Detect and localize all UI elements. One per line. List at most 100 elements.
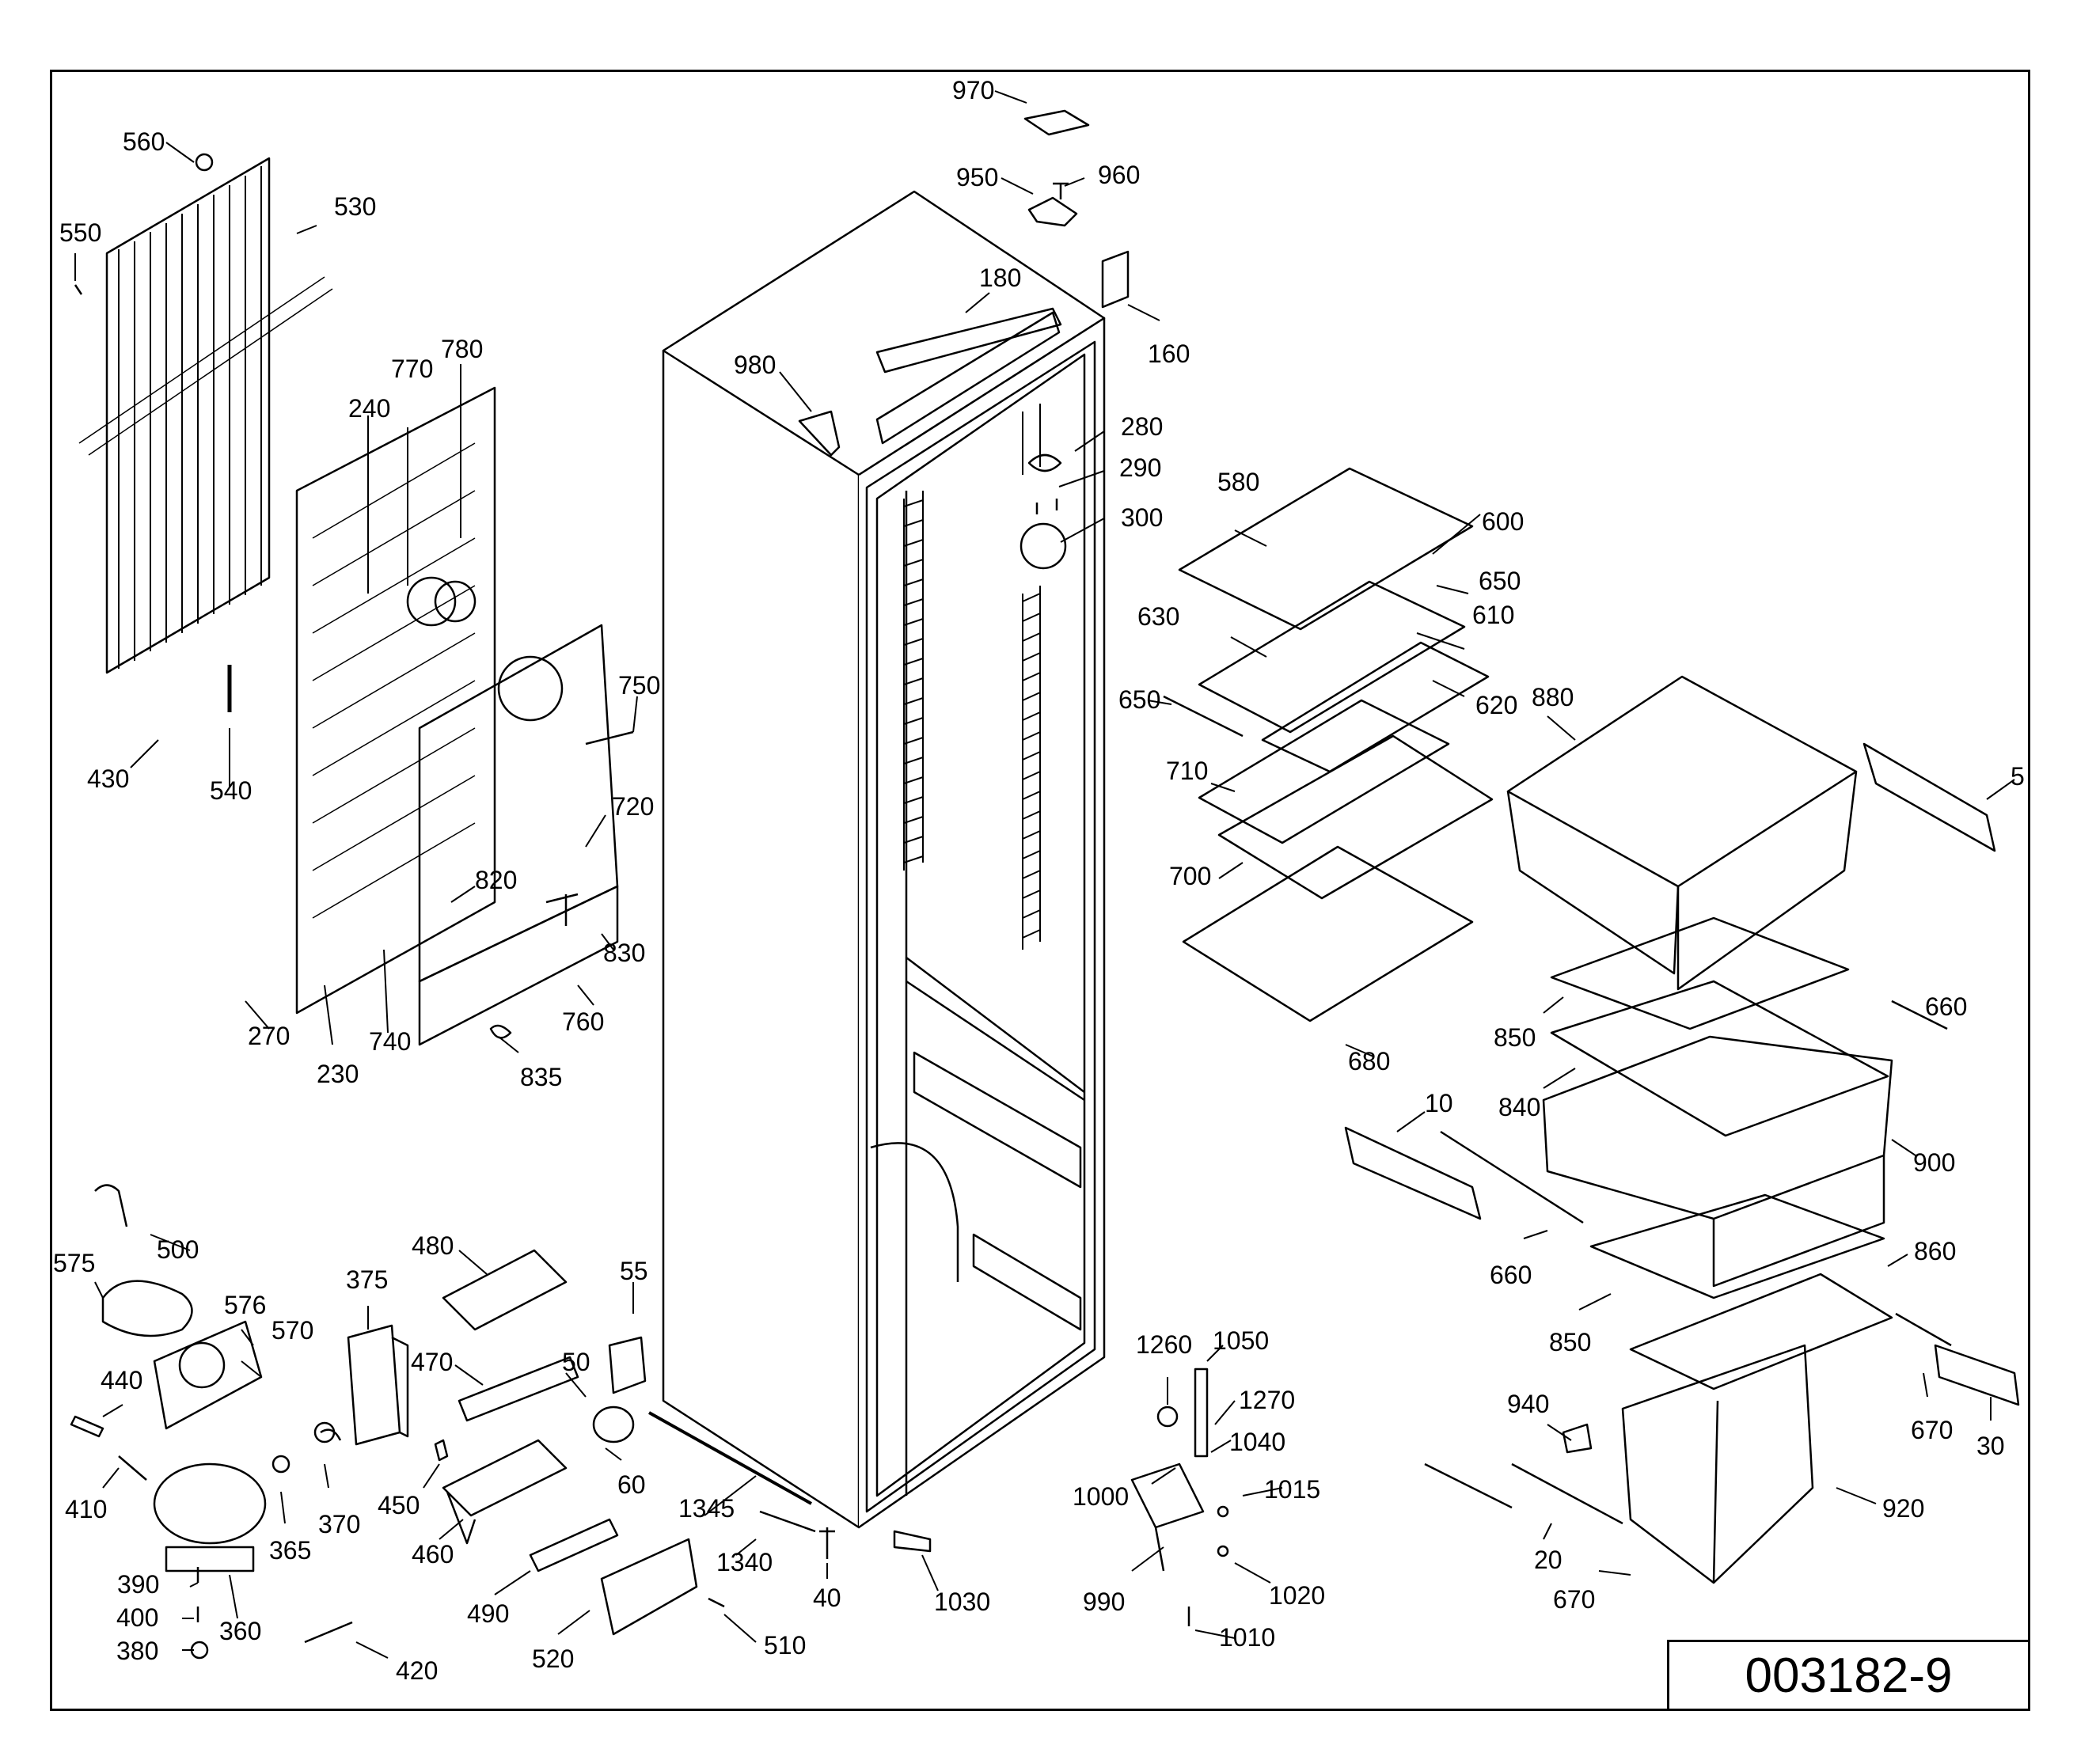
callout-380: 380 — [116, 1637, 158, 1665]
callout-580: 580 — [1217, 468, 1259, 496]
callout-600: 600 — [1482, 507, 1524, 536]
callout-950: 950 — [956, 163, 998, 192]
callout-440: 440 — [101, 1366, 142, 1394]
callout-670-b: 670 — [1553, 1585, 1595, 1614]
shelves — [1163, 467, 1494, 1022]
callout-550: 550 — [59, 218, 101, 247]
callout-1010: 1010 — [1219, 1623, 1275, 1652]
callout-360: 360 — [219, 1617, 261, 1645]
callout-570: 570 — [271, 1316, 313, 1345]
callout-750: 750 — [618, 671, 660, 700]
callout-575: 575 — [53, 1249, 95, 1277]
callout-880: 880 — [1532, 683, 1574, 711]
callout-835: 835 — [520, 1063, 562, 1091]
callout-960: 960 — [1098, 161, 1140, 189]
callout-450: 450 — [378, 1491, 420, 1519]
callout-820: 820 — [475, 866, 517, 894]
callout-940: 940 — [1507, 1390, 1549, 1418]
callout-160: 160 — [1148, 340, 1190, 368]
callout-280: 280 — [1121, 412, 1163, 441]
callout-labels: 970 950 960 180 160 980 280 290 300 560 … — [53, 76, 2025, 1685]
callout-860: 860 — [1914, 1237, 1956, 1265]
callout-520: 520 — [532, 1645, 574, 1673]
base-parts — [648, 1411, 932, 1608]
callout-5: 5 — [2011, 762, 2025, 791]
callout-365: 365 — [269, 1536, 311, 1565]
callout-1020: 1020 — [1269, 1581, 1325, 1610]
callout-710: 710 — [1166, 757, 1208, 785]
callout-55: 55 — [620, 1257, 648, 1285]
callout-430: 430 — [87, 764, 129, 793]
evaporator-cover — [418, 624, 634, 1046]
callout-660: 660 — [1925, 992, 1967, 1021]
callout-1270: 1270 — [1239, 1386, 1295, 1414]
callout-990: 990 — [1083, 1588, 1125, 1616]
callout-1040: 1040 — [1229, 1428, 1285, 1456]
callout-60: 60 — [617, 1470, 646, 1499]
callout-560: 560 — [123, 127, 165, 156]
callout-630: 630 — [1137, 602, 1179, 631]
callout-610: 610 — [1472, 601, 1514, 629]
callout-1030: 1030 — [934, 1588, 990, 1616]
cabinet-body — [662, 190, 1106, 1529]
callout-670: 670 — [1911, 1416, 1953, 1444]
callout-300: 300 — [1121, 503, 1163, 532]
drawer-900 — [1344, 916, 1948, 1288]
callout-270: 270 — [248, 1022, 290, 1050]
callout-620: 620 — [1475, 691, 1517, 719]
callout-530: 530 — [334, 192, 376, 221]
drawer-920 — [1424, 1193, 2020, 1584]
callout-290: 290 — [1119, 453, 1161, 482]
callout-760: 760 — [562, 1007, 604, 1036]
callout-50: 50 — [562, 1348, 590, 1376]
callout-420: 420 — [396, 1656, 438, 1685]
callout-20: 20 — [1534, 1546, 1562, 1574]
callout-680: 680 — [1348, 1047, 1390, 1075]
hinge-group — [1130, 1368, 1229, 1626]
callout-1345: 1345 — [678, 1494, 735, 1523]
callout-240: 240 — [348, 394, 390, 423]
drawing-frame — [50, 70, 2030, 1711]
callout-720: 720 — [612, 792, 654, 821]
callout-980: 980 — [734, 351, 776, 379]
callout-1000: 1000 — [1073, 1482, 1129, 1511]
callout-490: 490 — [467, 1599, 509, 1628]
callout-30: 30 — [1976, 1432, 2005, 1460]
callout-390: 390 — [117, 1570, 159, 1599]
callout-1015: 1015 — [1264, 1475, 1320, 1504]
callout-650: 650 — [1479, 567, 1521, 595]
callout-510: 510 — [764, 1631, 806, 1660]
top-parts — [798, 109, 1130, 570]
callout-970: 970 — [952, 76, 994, 104]
leader-lines — [74, 90, 2015, 1659]
callout-10: 10 — [1425, 1089, 1453, 1117]
condenser — [74, 153, 333, 712]
back-panel — [295, 386, 496, 1015]
callout-500: 500 — [157, 1235, 199, 1264]
drawing-number: 003182-9 — [1667, 1640, 2030, 1711]
callout-850: 850 — [1494, 1023, 1536, 1052]
callout-840: 840 — [1498, 1093, 1540, 1121]
callout-650-b: 650 — [1118, 685, 1160, 714]
callout-920: 920 — [1882, 1494, 1924, 1523]
callout-740: 740 — [369, 1027, 411, 1056]
callout-375: 375 — [346, 1265, 388, 1294]
crisper-880 — [1506, 675, 1996, 991]
callout-576: 576 — [224, 1291, 266, 1319]
callout-830: 830 — [603, 939, 645, 967]
callout-1050: 1050 — [1213, 1326, 1269, 1355]
callout-700: 700 — [1169, 862, 1211, 890]
callout-460: 460 — [412, 1540, 454, 1569]
callout-850-b: 850 — [1549, 1328, 1591, 1356]
callout-480: 480 — [412, 1231, 454, 1260]
callout-770: 770 — [391, 355, 433, 383]
callout-180: 180 — [979, 264, 1021, 292]
callout-400: 400 — [116, 1603, 158, 1632]
callout-370: 370 — [318, 1510, 360, 1538]
electronics-group — [320, 1249, 698, 1636]
callout-40: 40 — [813, 1584, 841, 1612]
callout-540: 540 — [210, 776, 252, 805]
callout-900: 900 — [1913, 1148, 1955, 1177]
